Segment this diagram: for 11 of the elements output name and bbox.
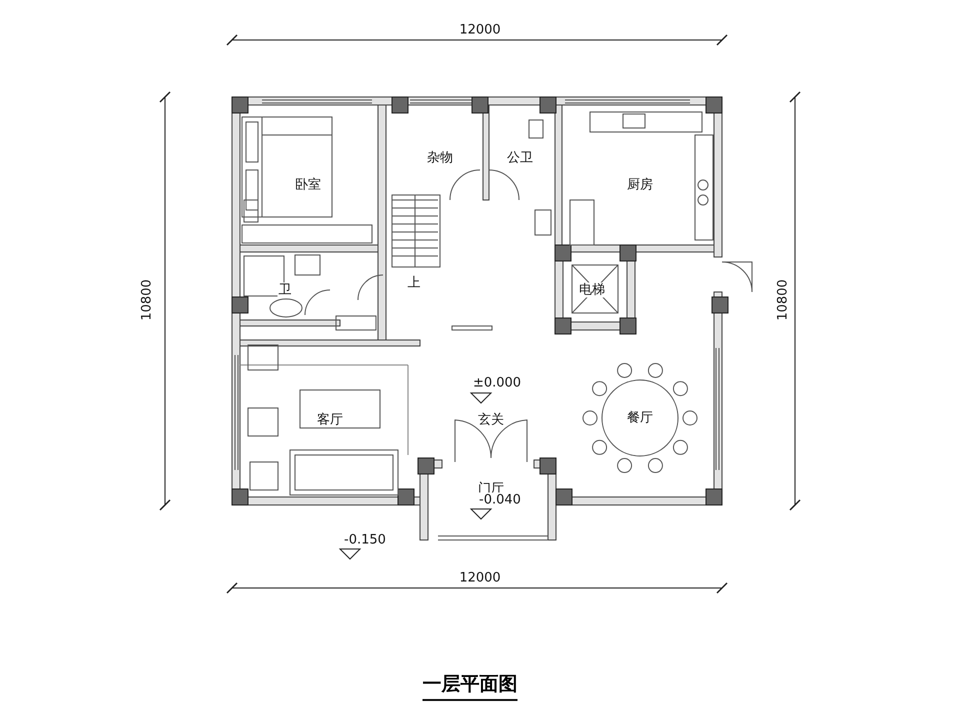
room-label: 杂物 xyxy=(426,150,454,166)
room-label: 客厅 xyxy=(316,412,344,428)
room-label: 卫 xyxy=(278,282,292,298)
room-label: 电梯 xyxy=(578,282,606,298)
drawing-title: 一层平面图 xyxy=(422,671,518,701)
room-label: 卧室 xyxy=(294,178,322,192)
room-label: 厨房 xyxy=(626,178,654,192)
stair-label: 上 xyxy=(406,276,422,290)
room-label: 公卫 xyxy=(506,150,534,166)
room-label: 餐厅 xyxy=(626,410,654,426)
room-label: 玄关 xyxy=(477,412,505,428)
